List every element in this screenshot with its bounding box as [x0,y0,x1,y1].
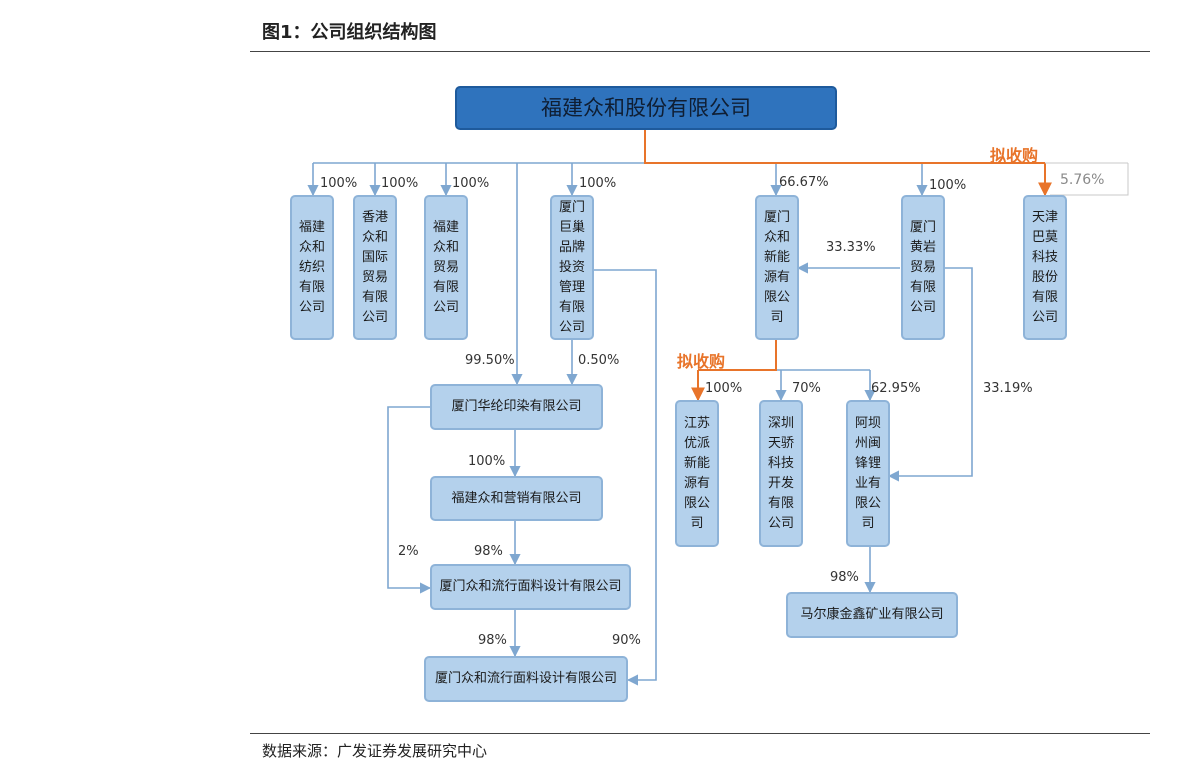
label-pct: 100% [381,176,419,191]
label-pct: 100% [468,454,506,469]
label-pct: 70% [792,381,821,396]
node-maerkang: 马尔康金鑫矿业有限公司 [786,592,958,638]
node-fj-textile: 福建众和纺织有限公司 [290,195,334,340]
label-pct: 33.33% [826,240,876,255]
node-xm-brand: 厦门巨巢品牌投资管理有限公司 [550,195,594,340]
label-pct: 100% [452,176,490,191]
node-abazhou: 阿坝州闽锋锂业有限公司 [846,400,890,547]
label-pct: 33.19% [983,381,1033,396]
node-js-youpai: 江苏优派新能源有限公司 [675,400,719,547]
label-pct-tj: 5.76% [1060,172,1105,188]
label-pct: 100% [320,176,358,191]
label-pct: 2% [398,544,419,559]
label-pct: 62.95% [871,381,921,396]
label-pct: 98% [478,633,507,648]
label-pct: 98% [830,570,859,585]
label-pct: 90% [612,633,641,648]
label-pct: 100% [579,176,617,191]
label-pct: 99.50% [465,353,515,368]
node-root: 福建众和股份有限公司 [455,86,837,130]
node-tj-bamo: 天津巴莫科技股份有限公司 [1023,195,1067,340]
label-acquisition: 拟收购 [677,352,726,371]
figure-source: 数据来源：广发证券发展研究中心 [262,742,488,760]
label-pct: 66.67% [779,175,829,190]
node-xm-fabric1: 厦门众和流行面料设计有限公司 [430,564,631,610]
node-xm-fabric2: 厦门众和流行面料设计有限公司 [424,656,628,702]
label-pct: 0.50% [578,353,620,368]
label-pct: 98% [474,544,503,559]
node-sz-tianjiao: 深圳天骄科技开发有限公司 [759,400,803,547]
bottom-rule [250,733,1150,734]
node-xm-huangyan: 厦门黄岩贸易有限公司 [901,195,945,340]
label-pct: 100% [705,381,743,396]
top-rule [250,51,1150,52]
node-xm-hualun: 厦门华纶印染有限公司 [430,384,603,430]
node-hk-trade: 香港众和国际贸易有限公司 [353,195,397,340]
node-fj-trade: 福建众和贸易有限公司 [424,195,468,340]
node-fj-marketing: 福建众和营销有限公司 [430,476,603,521]
label-acquisition: 拟收购 [990,146,1039,165]
label-pct: 100% [929,178,967,193]
node-xm-energy: 厦门众和新能源有限公司 [755,195,799,340]
figure-title: 图1：公司组织结构图 [262,22,437,43]
